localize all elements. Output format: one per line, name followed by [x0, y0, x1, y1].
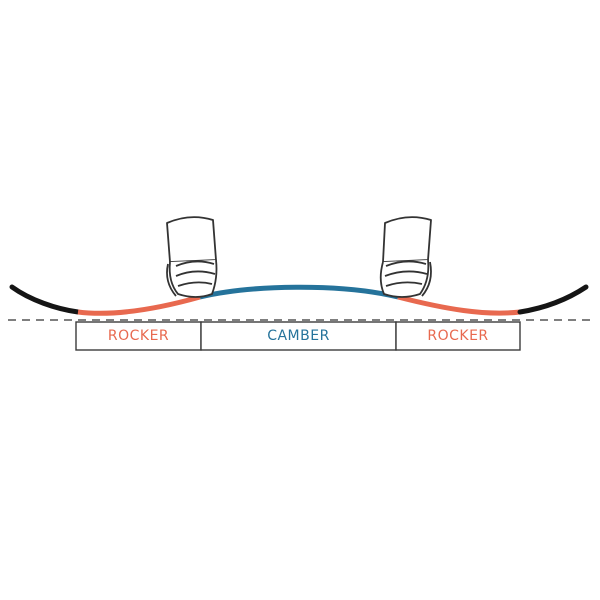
board-rocker-right [397, 294, 521, 316]
label-right-rocker: ROCKER [427, 328, 489, 344]
board-tip-right [517, 284, 589, 315]
binding-left-icon [166, 216, 218, 298]
label-box-right-rocker [395, 321, 521, 351]
label-box-camber [200, 321, 397, 351]
label-left-rocker: ROCKER [107, 328, 170, 344]
board-tip-left [9, 284, 81, 315]
label-box-left-rocker [75, 321, 202, 351]
binding-right-icon [379, 216, 432, 298]
board-camber [199, 284, 399, 300]
label-camber: CAMBER [267, 328, 330, 344]
board-rocker-left [77, 294, 201, 316]
